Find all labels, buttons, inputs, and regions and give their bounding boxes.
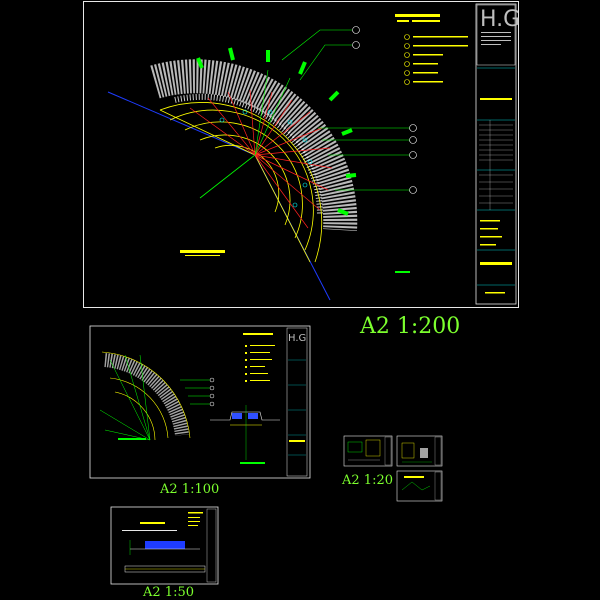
leader-lines [281,29,410,191]
axis-line-green [199,154,256,199]
scale-tag [395,271,410,273]
sector-edge-left [159,109,256,156]
bottom-drawing-sheet [110,506,219,585]
paving-band [150,59,358,232]
scale-label-main: A2 1:200 [360,314,461,339]
grass-patches [196,47,357,216]
detail-sheet-1 [343,435,393,467]
scale-label-bottom: A2 1:50 [143,585,194,600]
fan-plan-main [107,26,417,301]
detail-sheet-3 [396,470,443,502]
hg-logo-icon: H.G [480,7,520,32]
scale-label-secondary: A2 1:100 [160,482,220,497]
section-detail-secondary [210,405,280,464]
detail-sheet-2 [396,435,443,467]
svg-text:H.G: H.G [288,333,306,344]
legend-main [395,14,468,85]
radial-lines [189,89,333,229]
legend-secondary [243,333,275,382]
main-drawing-sheet[interactable] [83,1,519,308]
axis-line-blue-1 [107,91,256,156]
leader-marker-icon [352,26,417,194]
secondary-drawing-sheet [89,325,311,479]
scale-label-details: A2 1:20 [342,473,393,488]
sector-edge-right [254,154,311,263]
tree-markers [219,109,313,208]
title-block-main: H.G [475,3,520,305]
title-block-secondary: H.G [286,327,308,477]
green-radials [254,69,291,156]
plan-title-bar [180,250,225,253]
fan-plan-secondary [99,351,215,441]
